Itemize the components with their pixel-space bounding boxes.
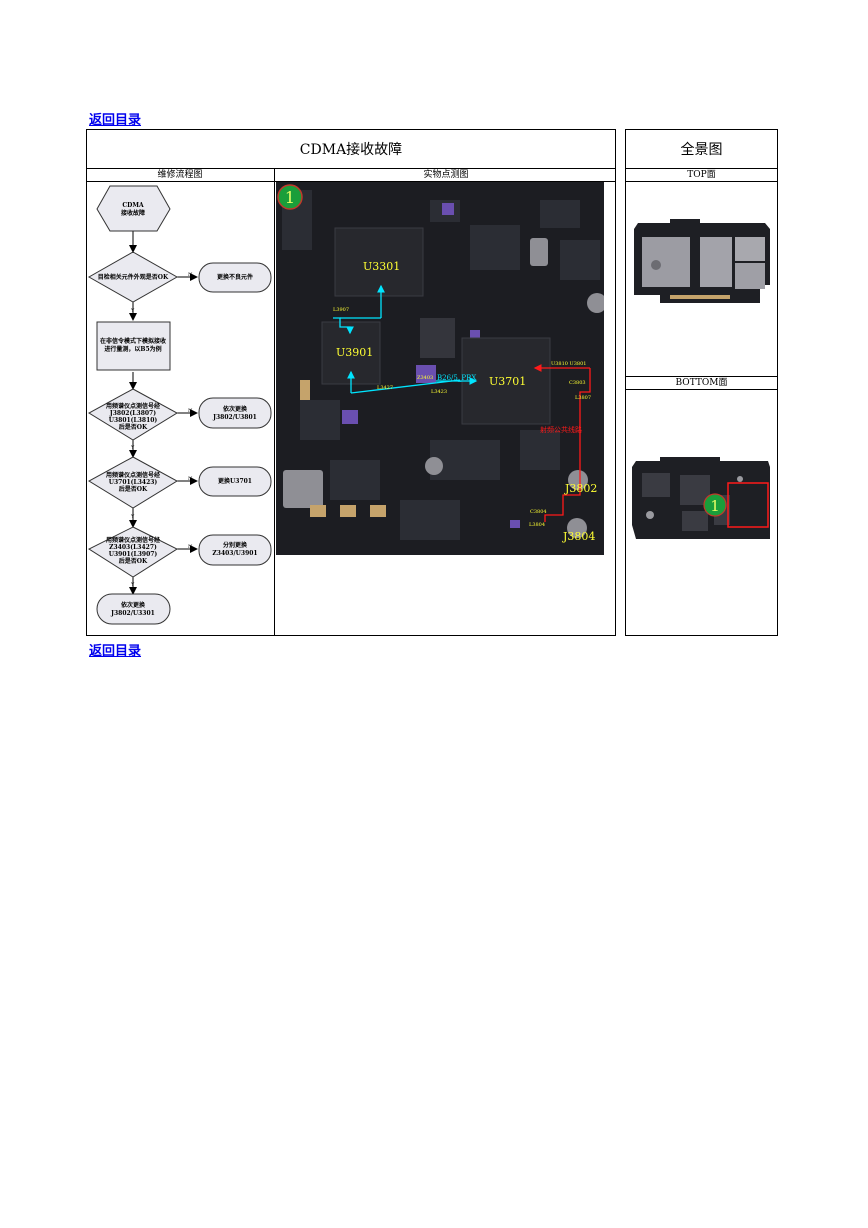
label-j3804: J3804 <box>562 530 595 543</box>
replace-u3701-node <box>198 466 272 497</box>
divider <box>625 168 778 169</box>
replace-z3403-u3901-node <box>198 534 272 566</box>
step5-no-text: Z3403/U3901 <box>212 550 257 557</box>
decision-j3802-u3801 <box>88 388 178 441</box>
main-table-title: CDMA接收故障 <box>299 142 403 158</box>
step4-text: 后是否OK <box>119 485 148 493</box>
highlight-region <box>727 482 769 528</box>
divider <box>625 181 778 182</box>
end-text: 依次更换 <box>121 601 146 609</box>
step5-text: 用频谱仪点测信号经 <box>105 536 160 544</box>
no-label: N <box>188 544 193 550</box>
step5-no-text: 分别更换 <box>223 541 248 549</box>
bottom-board-image: 1 <box>632 457 770 539</box>
end-node <box>96 593 171 625</box>
process-simulate-rx <box>96 321 171 371</box>
divider <box>625 376 778 377</box>
overview-table <box>625 129 778 636</box>
step2-text: 在非信令模式下模拟接收 <box>100 337 166 345</box>
label-l3807: L3807 <box>575 395 591 401</box>
label-l3427: L3427 <box>377 385 393 391</box>
step4-text: 用频谱仪点测信号经 <box>105 471 160 479</box>
step5-text: 后是否OK <box>119 557 148 565</box>
label-j3802: J3802 <box>564 482 597 495</box>
no-label: N <box>188 408 193 414</box>
step1-text: 目检相关元件外观是否OK <box>98 273 169 281</box>
divider <box>86 168 616 169</box>
label-z3403: Z3403 <box>417 375 433 381</box>
overview-title: 全景图 <box>680 142 723 158</box>
location-marker-number: 1 <box>285 188 295 207</box>
location-marker-number: 1 <box>710 497 720 515</box>
step2-text: 进行量测，以B5为例 <box>104 345 161 353</box>
label-l3804: L3804 <box>529 522 545 528</box>
no-label: N <box>188 272 193 278</box>
yes-label: Y <box>130 582 135 588</box>
label-c3803: C3803 <box>569 380 586 386</box>
board-measurement-photo: U3301 U3901 U3701 J3802 J3804 L3907 L342… <box>276 182 604 555</box>
step3-text: J3802(L3807) <box>109 410 156 417</box>
step4-text: U3701(L3423) <box>109 479 158 486</box>
step3-no-text: 依次更换 <box>223 405 248 413</box>
decision-visual-check <box>87 251 179 303</box>
repair-flowchart: CDMA 接收故障 目检相关元件外观是否OK 更换不良元件 在非信令模式下模拟接… <box>87 185 272 625</box>
start-text: 接收故障 <box>120 209 145 217</box>
step5-text: Z3403(L3427) <box>109 544 157 551</box>
back-to-toc-link-bottom[interactable]: 返回目录 <box>89 644 142 659</box>
top-board-image <box>634 219 770 303</box>
label-signal-b26-5-prx: B26/5_PRX <box>437 374 476 382</box>
label-rf-common-path: 射频公共线路 <box>540 425 582 434</box>
start-node <box>96 185 171 232</box>
divider <box>625 389 778 390</box>
photo-column-header: 实物点测图 <box>423 170 469 180</box>
label-u3810-u3801: U3810 U3801 <box>551 361 586 367</box>
location-marker-1 <box>277 184 303 210</box>
location-marker-1 <box>703 493 727 517</box>
label-u3701: U3701 <box>489 375 526 388</box>
label-u3301: U3301 <box>363 260 400 273</box>
column-divider <box>274 168 275 636</box>
yes-label: Y <box>130 308 135 314</box>
decision-z3403-u3901 <box>87 526 179 578</box>
yes-label: Y <box>130 445 135 451</box>
label-l3423: L3423 <box>431 389 447 395</box>
step5-text: U3901(L3907) <box>109 551 158 558</box>
step3-text: 后是否OK <box>119 423 148 431</box>
yes-label: Y <box>130 514 135 520</box>
divider <box>86 181 616 182</box>
replace-j3802-u3801-node <box>198 397 272 429</box>
start-text: CDMA <box>122 202 144 209</box>
flowchart-column-header: 维修流程图 <box>157 170 203 180</box>
step4-no-text: 更换U3701 <box>218 477 252 485</box>
step1-no-text: 更换不良元件 <box>217 273 253 281</box>
no-label: N <box>188 476 193 482</box>
label-u3901: U3901 <box>336 346 373 359</box>
chip-u3301 <box>334 227 424 297</box>
top-side-label: TOP面 <box>687 170 716 180</box>
back-to-toc-link[interactable]: 返回目录 <box>89 113 142 128</box>
decision-u3701 <box>88 456 178 509</box>
step3-text: 用频谱仪点测信号经 <box>105 402 160 410</box>
bottom-side-label: BOTTOM面 <box>675 378 728 388</box>
label-c3804: C3804 <box>530 509 547 515</box>
step3-text: U3801(L3810) <box>109 417 158 424</box>
end-text: J3802/U3301 <box>110 610 155 617</box>
label-l3907: L3907 <box>333 307 349 313</box>
step3-no-text: J3802/U3801 <box>212 414 257 421</box>
replace-bad-parts-node <box>198 262 272 293</box>
